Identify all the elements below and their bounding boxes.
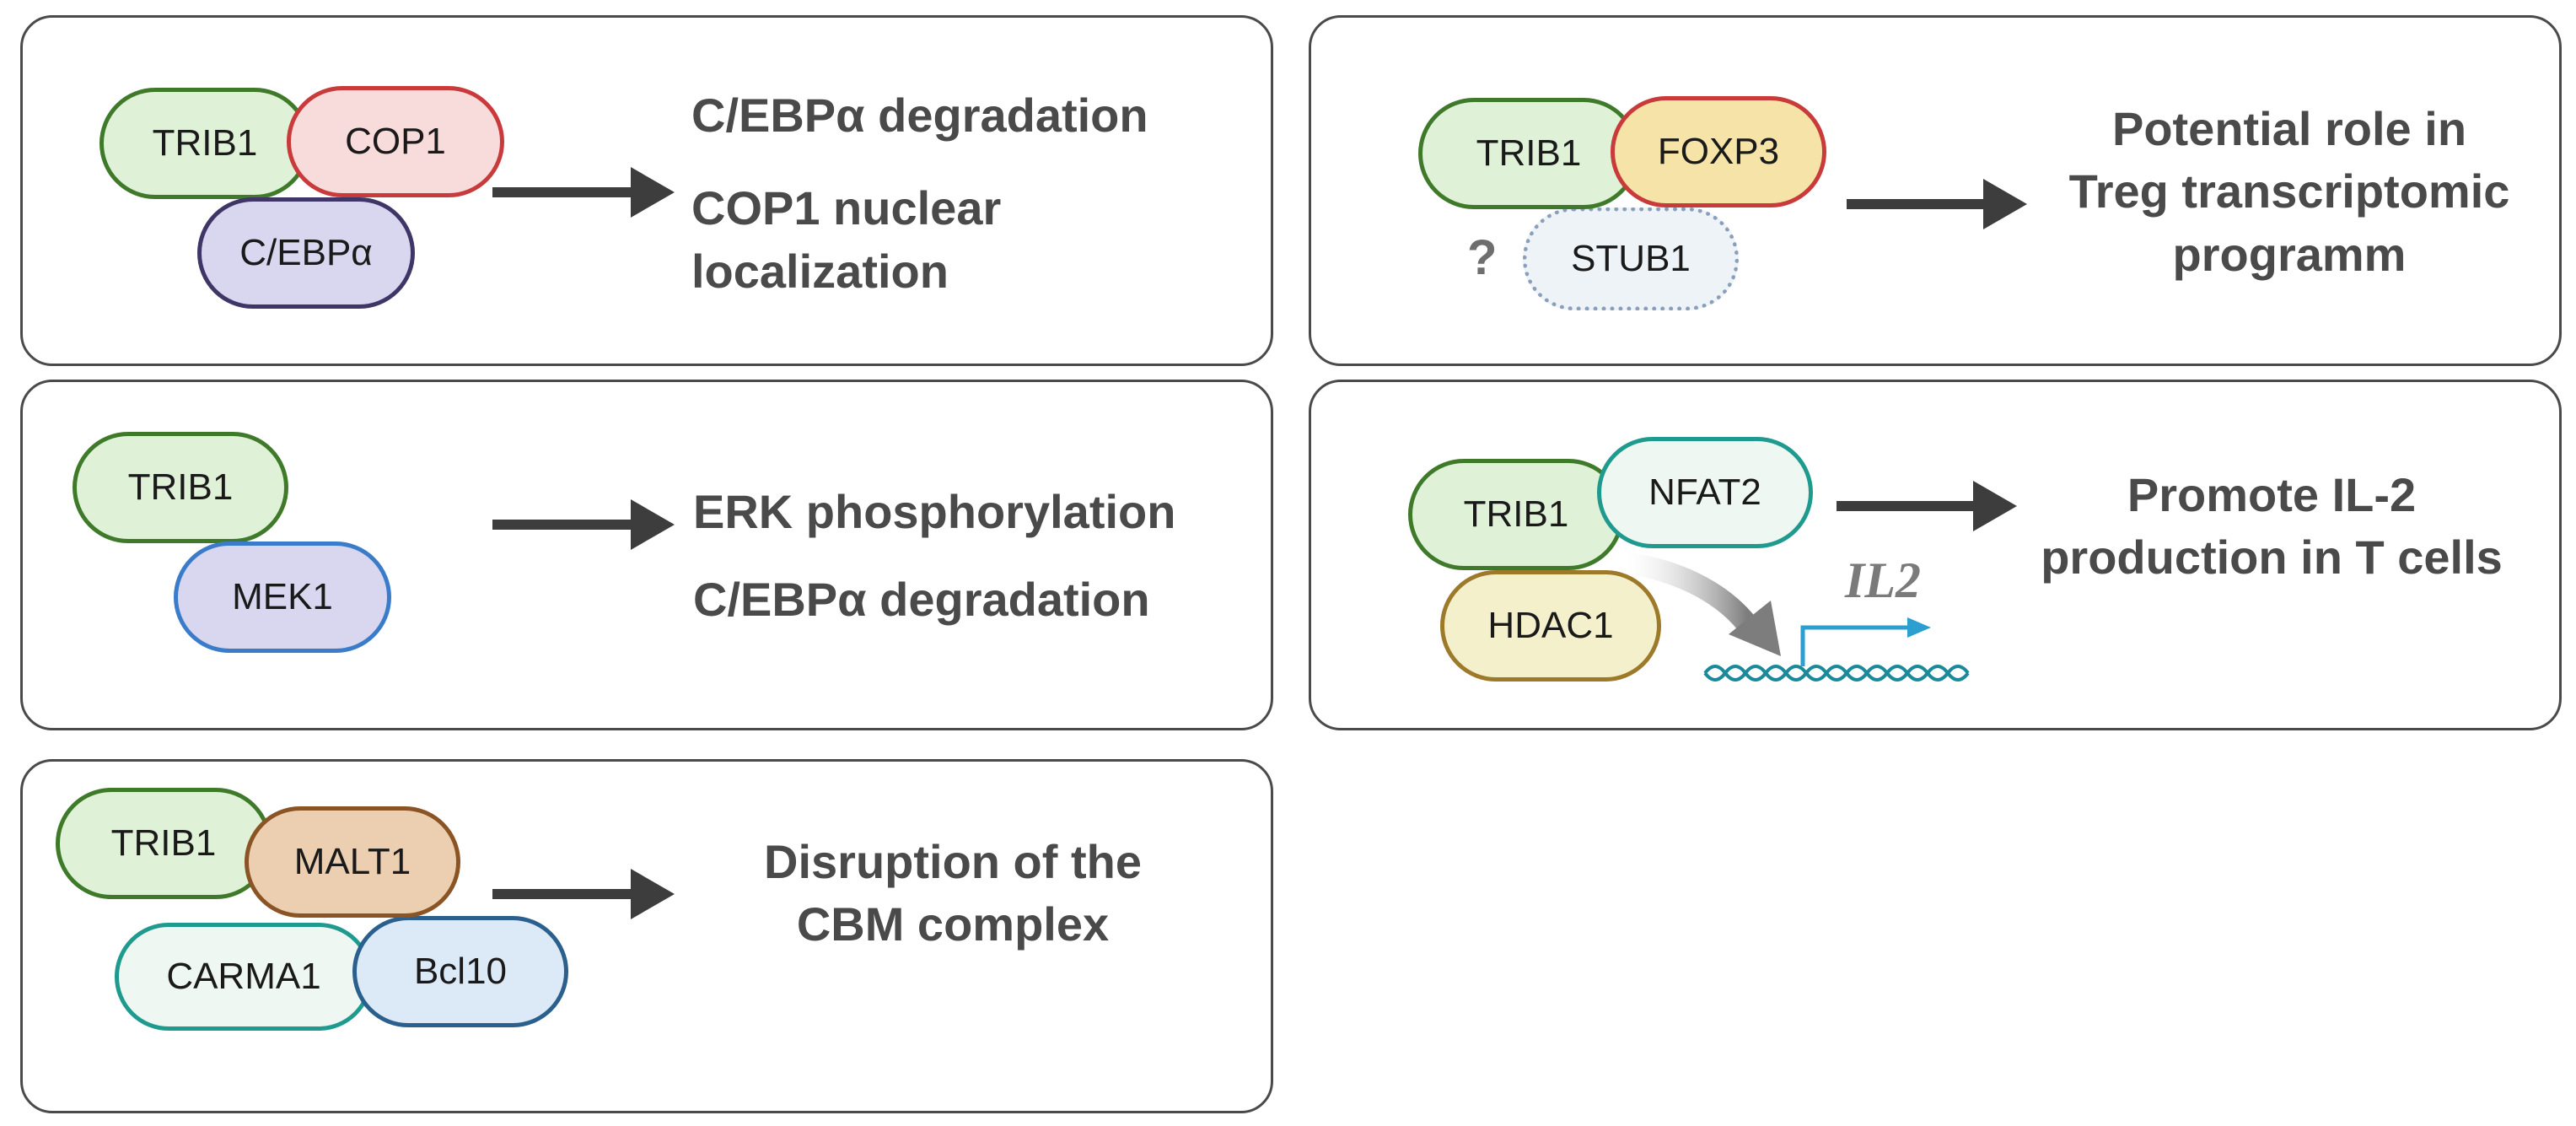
outcome-line: COP1 nuclear xyxy=(691,181,1002,235)
gene-label: IL2 xyxy=(1845,552,1921,608)
outcome-line: C/EBPα degradation xyxy=(691,89,1148,142)
outcome-line: Disruption of the xyxy=(764,835,1142,888)
protein-hdac1: HDAC1 xyxy=(1440,570,1661,682)
outcome-arrow xyxy=(492,499,675,550)
outcome-text: ERK phosphorylation C/EBPα degradation xyxy=(693,481,1175,632)
protein-cop1: COP1 xyxy=(287,86,504,197)
outcome-line: Potential role in xyxy=(2111,102,2467,155)
outcome-line: programm xyxy=(2172,227,2407,281)
protein-trib1: TRIB1 xyxy=(1408,459,1624,570)
outcome-line: Treg transcriptomic xyxy=(2068,164,2510,218)
outcome-text: Potential role in Treg transcriptomic pr… xyxy=(2024,98,2555,286)
outcome-text: C/EBPα degradation COP1 nuclear localiza… xyxy=(691,84,1148,303)
outcome-arrow xyxy=(492,167,675,218)
dna-helix-icon xyxy=(1703,665,1970,682)
protein-malt1: MALT1 xyxy=(245,806,460,918)
outcome-line: localization xyxy=(691,244,949,298)
outcome-line: C/EBPα degradation xyxy=(693,573,1150,627)
outcome-arrow xyxy=(492,869,675,919)
outcome-line: Promote IL-2 xyxy=(2127,468,2417,521)
outcome-arrow xyxy=(1837,481,2017,531)
outcome-line: CBM complex xyxy=(796,897,1110,951)
protein-foxp3: FOXP3 xyxy=(1611,96,1826,207)
protein-cebpa: C/EBPα xyxy=(197,197,415,309)
protein-trib1: TRIB1 xyxy=(99,88,310,199)
protein-mek1: MEK1 xyxy=(174,541,391,653)
protein-carma1: CARMA1 xyxy=(115,923,373,1031)
protein-nfat2: NFAT2 xyxy=(1597,437,1813,548)
outcome-text: Promote IL-2 production in T cells xyxy=(1993,464,2550,590)
outcome-line: ERK phosphorylation xyxy=(693,485,1176,538)
protein-trib1: TRIB1 xyxy=(56,788,272,899)
protein-trib1: TRIB1 xyxy=(73,432,288,543)
regulation-curve-arrow xyxy=(1616,552,1758,635)
tss-arrow-icon xyxy=(1800,617,1931,666)
outcome-arrow xyxy=(1847,179,2027,229)
protein-bcl10: Bcl10 xyxy=(352,916,568,1027)
outcome-line: production in T cells xyxy=(2041,531,2503,585)
protein-stub1: STUB1 xyxy=(1523,207,1739,310)
regulation-arrow-head xyxy=(1729,601,1781,656)
outcome-text: Disruption of the CBM complex xyxy=(691,831,1214,956)
question-mark: ? xyxy=(1467,230,1498,285)
